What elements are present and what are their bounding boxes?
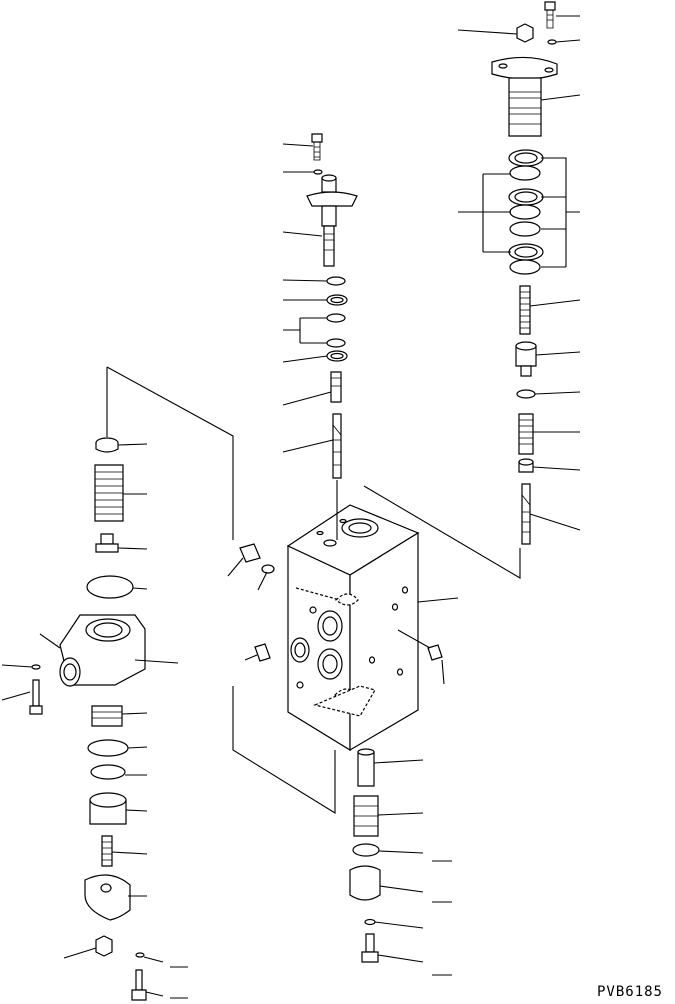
valve-block-body [286, 504, 420, 752]
left-stack [29, 437, 147, 1001]
right-top-stack [491, 1, 558, 545]
leader-lines [1, 15, 581, 999]
central-top-stack [306, 133, 358, 479]
bottom-stack [349, 748, 381, 963]
side-plugs [239, 543, 443, 662]
assembly-lines [39, 366, 521, 814]
drawing-code: PVB6185 [596, 984, 663, 1000]
